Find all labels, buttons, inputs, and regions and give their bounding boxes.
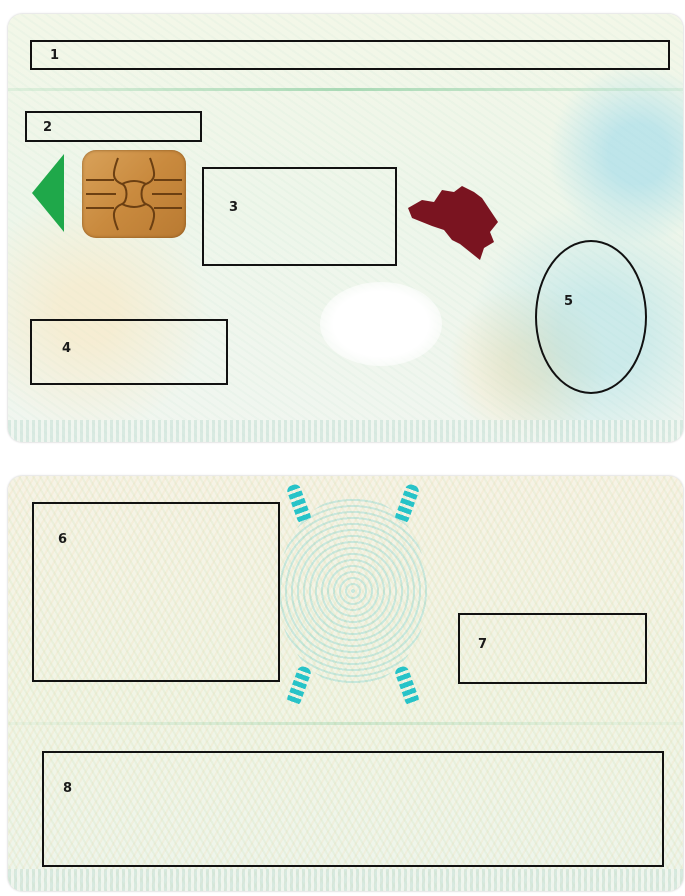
hologram-icon bbox=[320, 282, 442, 366]
guilloche-mark bbox=[394, 665, 421, 707]
back-divider-line bbox=[8, 722, 683, 725]
zone-5-label: 5 bbox=[564, 294, 573, 309]
zone-3-label: 3 bbox=[229, 200, 238, 215]
smart-card-chip-icon bbox=[82, 150, 186, 238]
front-bottom-edge bbox=[8, 420, 683, 442]
zone-6-box bbox=[32, 502, 280, 682]
card-back: 6 7 8 bbox=[8, 476, 683, 891]
guilloche-mark bbox=[394, 483, 421, 525]
zone-7-label: 7 bbox=[478, 637, 487, 652]
guilloche-mark bbox=[286, 665, 313, 707]
rosette-pattern bbox=[278, 496, 428, 686]
zone-8-label: 8 bbox=[63, 781, 72, 796]
zone-3-box bbox=[202, 167, 397, 266]
zone-5-ellipse bbox=[535, 240, 647, 394]
back-bottom-edge bbox=[8, 869, 683, 891]
zone-1-box bbox=[30, 40, 670, 70]
front-header-line bbox=[8, 88, 683, 91]
zone-4-box bbox=[30, 319, 228, 385]
card-front: 1 2 3 4 5 bbox=[8, 14, 683, 442]
green-arrow-icon bbox=[32, 154, 64, 232]
zone-2-label: 2 bbox=[43, 120, 52, 135]
zone-4-label: 4 bbox=[62, 341, 71, 356]
belgium-map-icon bbox=[404, 182, 508, 264]
zone-8-box bbox=[42, 751, 664, 867]
guilloche-mark bbox=[286, 483, 313, 525]
zone-6-label: 6 bbox=[58, 532, 67, 547]
zone-1-label: 1 bbox=[50, 48, 59, 63]
